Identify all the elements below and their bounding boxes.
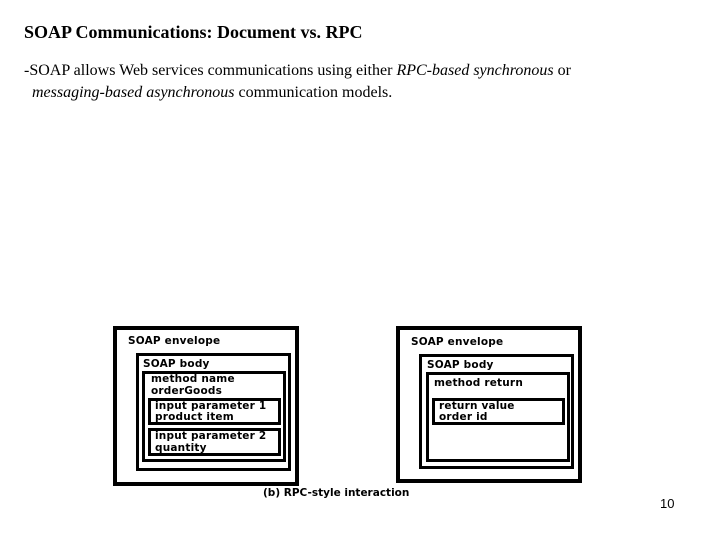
right-return-box bbox=[432, 398, 565, 425]
right-return-value: order id bbox=[439, 411, 488, 423]
left-param2-label: input parameter 2 bbox=[155, 430, 267, 442]
body-text-line2: messaging-based asynchronous communicati… bbox=[24, 82, 704, 104]
left-body-label: SOAP body bbox=[143, 358, 210, 370]
slide-body-text: -SOAP allows Web services communications… bbox=[24, 60, 704, 104]
body-text-or: or bbox=[553, 62, 571, 79]
right-body-label: SOAP body bbox=[427, 359, 494, 371]
body-text-prefix: -SOAP allows Web services communications… bbox=[24, 62, 397, 79]
slide-title: SOAP Communications: Document vs. RPC bbox=[24, 22, 363, 42]
body-text-rpc: RPC-based synchronous bbox=[396, 62, 554, 79]
right-method-label: method return bbox=[434, 377, 523, 389]
left-method-name-label: method name bbox=[151, 373, 235, 385]
left-param2-value: quantity bbox=[155, 442, 207, 454]
left-param2-box bbox=[148, 428, 281, 456]
left-method-value-label: orderGoods bbox=[151, 385, 223, 397]
left-param1-box bbox=[148, 398, 281, 425]
right-return-label: return value bbox=[439, 400, 515, 412]
left-param1-value: product item bbox=[155, 411, 234, 423]
body-text-suffix: communication models. bbox=[234, 84, 393, 101]
left-envelope-label: SOAP envelope bbox=[128, 335, 221, 347]
diagram-caption: (b) RPC-style interaction bbox=[263, 487, 410, 499]
body-text-messaging: messaging-based asynchronous bbox=[32, 84, 235, 101]
right-envelope-label: SOAP envelope bbox=[411, 336, 504, 348]
page-number: 10 bbox=[660, 496, 675, 511]
left-param1-label: input parameter 1 bbox=[155, 400, 267, 412]
